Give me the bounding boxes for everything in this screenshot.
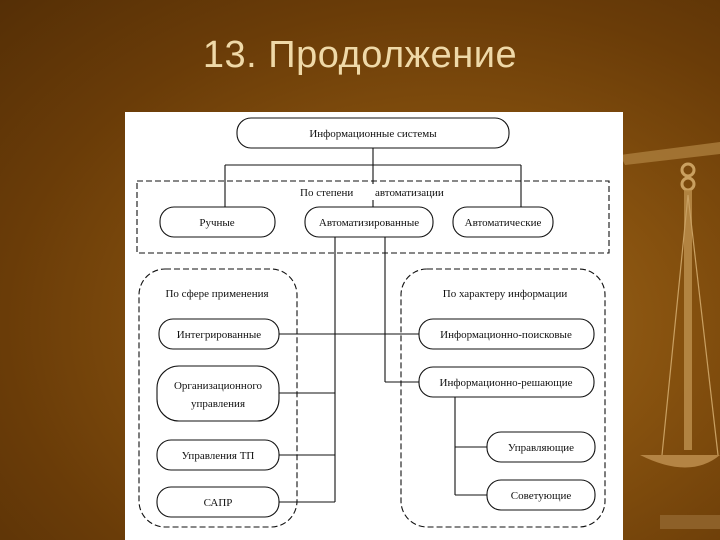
node-automatic xyxy=(452,206,554,238)
automated-label: Автоматизированные xyxy=(319,217,419,229)
manual-label: Ручные xyxy=(199,217,234,229)
node-manual xyxy=(159,206,276,238)
cad-label: САПР xyxy=(204,497,233,509)
classification-diagram: Информационные системы По степени автома… xyxy=(136,117,610,528)
org-label-line2: управления xyxy=(191,398,245,410)
control-label: Управляющие xyxy=(508,442,574,454)
info-search-label: Информационно-поисковые xyxy=(440,329,572,341)
root-label: Информационные системы xyxy=(309,128,437,140)
automation-label-left: По степени xyxy=(300,187,353,199)
advisory-label: Советующие xyxy=(511,490,572,502)
slide-title: 13. Продолжение xyxy=(202,34,518,76)
integrated-label: Интегрированные xyxy=(177,329,262,341)
info-decision-label: Информационно-решающие xyxy=(440,377,573,389)
tp-label: Управления ТП xyxy=(182,450,255,462)
application-group xyxy=(138,268,298,528)
node-automated xyxy=(304,206,434,238)
info-group xyxy=(400,268,606,528)
diagram-panel: Информационные системы По степени автома… xyxy=(125,112,623,540)
automatic-label: Автоматические xyxy=(465,217,542,229)
scales-icon xyxy=(620,142,720,529)
org-label-line1: Организационного xyxy=(174,380,263,392)
info-group-label: По характеру информации xyxy=(443,288,568,300)
application-group-label: По сфере применения xyxy=(165,288,268,300)
node-org-management xyxy=(156,365,280,422)
automation-label-right: автоматизации xyxy=(375,187,444,199)
